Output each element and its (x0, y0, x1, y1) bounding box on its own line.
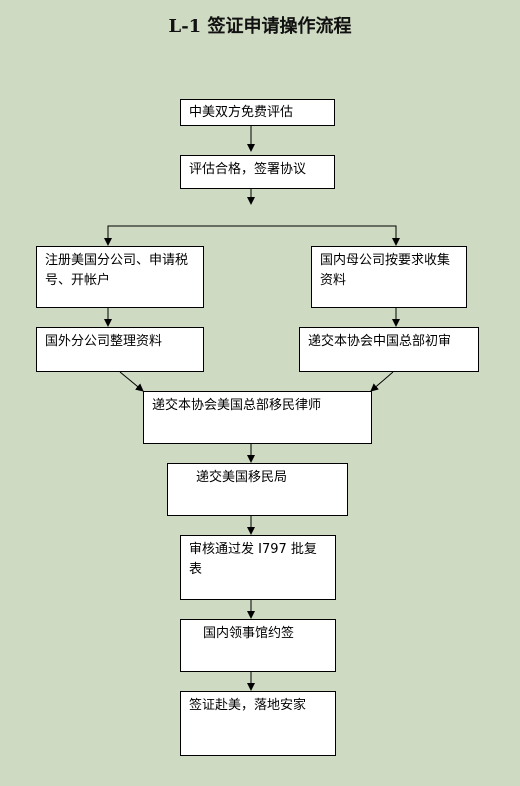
step-china-hq-review: 递交本协会中国总部初审 (299, 327, 479, 372)
step-agreement: 评估合格，签署协议 (180, 155, 335, 189)
step-parent-company: 国内母公司按要求收集资料 (311, 246, 467, 308)
arrow-docs-to-lawyer (119, 371, 144, 392)
page-title: L-1 签证申请操作流程 (168, 16, 352, 37)
step-visa-settle: 签证赴美，落地安家 (180, 691, 336, 756)
arrow-review-to-lawyer (370, 371, 394, 392)
step-overseas-branch-docs: 国外分公司整理资料 (36, 327, 204, 372)
branch-connector (107, 225, 397, 242)
step-register-us-branch: 注册美国分公司、申请税号、开帐户 (36, 246, 204, 308)
step-uscis: 递交美国移民局 (167, 463, 348, 516)
step-evaluation: 中美双方免费评估 (180, 99, 335, 126)
step-us-hq-lawyer: 递交本协会美国总部移民律师 (143, 391, 372, 444)
step-i797: 审核通过发 I797 批复表 (180, 535, 336, 600)
step-consulate: 国内领事馆约签 (180, 619, 336, 672)
